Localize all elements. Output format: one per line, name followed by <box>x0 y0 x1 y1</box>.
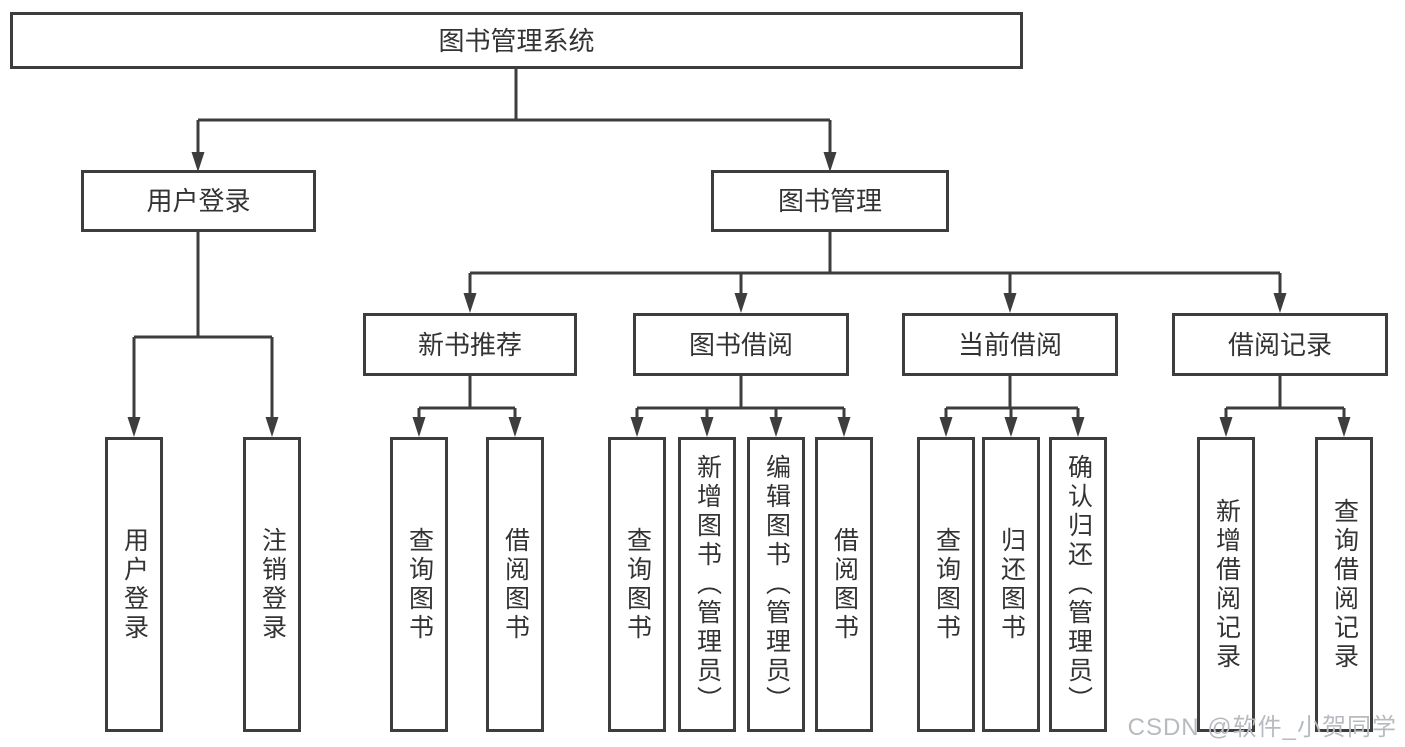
node-leaf-query-book-3: 查询图书 <box>917 437 975 732</box>
node-current-borrow-label: 当前借阅 <box>957 329 1062 360</box>
arrow-down-icon <box>1003 293 1017 313</box>
connector-userlogin-to-leaves <box>127 232 279 437</box>
leaf-label: 注销登录 <box>258 526 287 643</box>
connector-bookborrow-to-leaves <box>630 376 851 437</box>
connector-newbookrec-to-leaves <box>412 376 522 437</box>
leaf-label: 新增借阅记录 <box>1212 497 1241 672</box>
node-book-mgmt: 图书管理 <box>711 170 949 232</box>
node-root-label: 图书管理系统 <box>438 25 595 56</box>
arrow-down-icon <box>823 152 837 172</box>
node-leaf-add-borrow-record: 新增借阅记录 <box>1197 437 1255 732</box>
connector-bookmgmt-to-level3 <box>463 232 1287 313</box>
node-new-book-rec: 新书推荐 <box>363 313 577 376</box>
node-leaf-borrow-book-2: 借阅图书 <box>815 437 873 732</box>
leaf-label: 查询图书 <box>623 526 652 643</box>
node-leaf-logout: 注销登录 <box>243 437 301 732</box>
node-leaf-add-book: 新增图书（管理员） <box>678 437 736 732</box>
leaf-label: 编辑图书（管理员） <box>762 454 791 715</box>
arrow-down-icon <box>1071 417 1085 437</box>
arrow-down-icon <box>508 417 522 437</box>
leaf-label: 新增图书（管理员） <box>693 454 722 715</box>
leaf-label: 查询借阅记录 <box>1330 497 1359 672</box>
node-book-borrow-label: 图书借阅 <box>688 329 793 360</box>
arrow-down-icon <box>1004 417 1018 437</box>
csdn-watermark: CSDN @软件_小贺同学 <box>1127 714 1397 741</box>
connector-currentborrow-to-leaves <box>939 376 1085 437</box>
arrow-down-icon <box>1273 293 1287 313</box>
node-leaf-borrow-book-1: 借阅图书 <box>486 437 544 732</box>
node-root: 图书管理系统 <box>10 12 1023 69</box>
node-leaf-query-book-2: 查询图书 <box>608 437 666 732</box>
arrow-down-icon <box>837 417 851 437</box>
arrow-down-icon <box>700 417 714 437</box>
leaf-label: 归还图书 <box>997 526 1026 643</box>
connector-borrowrecord-to-leaves <box>1219 376 1351 437</box>
leaf-label: 借阅图书 <box>501 526 530 643</box>
node-book-mgmt-label: 图书管理 <box>777 186 882 216</box>
leaf-label: 用户登录 <box>120 526 149 643</box>
leaf-label: 借阅图书 <box>830 526 859 643</box>
node-borrow-record: 借阅记录 <box>1172 313 1388 376</box>
node-leaf-edit-book: 编辑图书（管理员） <box>747 437 805 732</box>
node-leaf-return-book: 归还图书 <box>982 437 1040 732</box>
arrow-down-icon <box>191 152 205 172</box>
node-leaf-query-book-1: 查询图书 <box>390 437 448 732</box>
node-new-book-rec-label: 新书推荐 <box>417 329 522 360</box>
connector-root-to-level2 <box>191 68 837 172</box>
arrow-down-icon <box>939 417 953 437</box>
node-user-login: 用户登录 <box>81 170 316 232</box>
arrow-down-icon <box>463 293 477 313</box>
node-borrow-record-label: 借阅记录 <box>1227 329 1332 360</box>
arrow-down-icon <box>769 417 783 437</box>
arrow-down-icon <box>734 293 748 313</box>
arrow-down-icon <box>412 417 426 437</box>
arrow-down-icon <box>630 417 644 437</box>
node-leaf-query-borrow-record: 查询借阅记录 <box>1315 437 1373 732</box>
arrow-down-icon <box>265 417 279 437</box>
leaf-label: 查询图书 <box>405 526 434 643</box>
arrow-down-icon <box>1337 417 1351 437</box>
node-leaf-user-login: 用户登录 <box>105 437 163 732</box>
arrow-down-icon <box>1219 417 1233 437</box>
node-current-borrow: 当前借阅 <box>902 313 1118 376</box>
node-book-borrow: 图书借阅 <box>633 313 849 376</box>
leaf-label: 查询图书 <box>932 526 961 643</box>
arrow-down-icon <box>127 417 141 437</box>
leaf-label: 确认归还（管理员） <box>1064 454 1093 715</box>
node-leaf-confirm-return: 确认归还（管理员） <box>1049 437 1107 732</box>
node-user-login-label: 用户登录 <box>146 186 251 216</box>
